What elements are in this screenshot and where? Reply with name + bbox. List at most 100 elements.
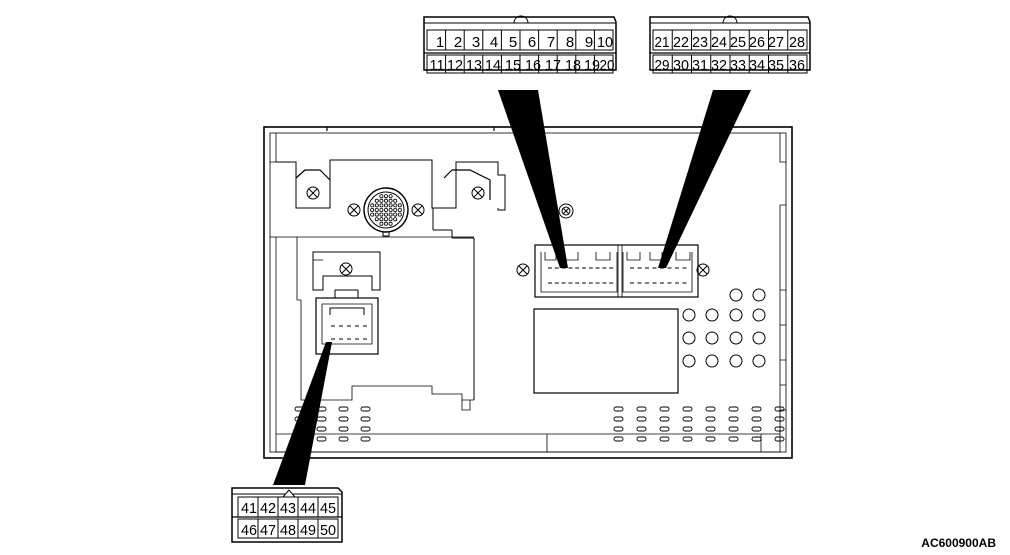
din-socket-pin bbox=[397, 212, 402, 217]
din-socket-pin bbox=[374, 203, 379, 208]
vent-slot bbox=[360, 436, 371, 442]
pin-41: 41 bbox=[241, 500, 257, 517]
pin-5: 5 bbox=[509, 34, 517, 51]
pin-47: 47 bbox=[260, 522, 276, 539]
vent-slot bbox=[751, 406, 762, 412]
pin-7: 7 bbox=[547, 34, 555, 51]
vent-slot bbox=[316, 416, 327, 422]
pin-27: 27 bbox=[768, 34, 784, 51]
din-socket-pin bbox=[374, 198, 379, 203]
housing-notch bbox=[626, 252, 641, 261]
panel-button bbox=[682, 354, 696, 368]
din-socket-pin bbox=[383, 221, 388, 226]
vent-slot bbox=[659, 436, 670, 442]
pin-15: 15 bbox=[505, 57, 521, 74]
pin-31: 31 bbox=[692, 57, 708, 74]
din-socket-pin bbox=[388, 203, 393, 208]
din-socket-pin bbox=[388, 194, 393, 199]
pin-20: 20 bbox=[600, 57, 615, 74]
pin-3: 3 bbox=[472, 34, 480, 51]
vent-slot bbox=[613, 406, 624, 412]
din-socket-pin bbox=[370, 207, 375, 212]
connector-a: 1 2 3 4 5 6 7 8 9 10 11 12 13 14 15 16 1… bbox=[423, 15, 617, 74]
pointer-leaders bbox=[273, 90, 751, 485]
housing-notch bbox=[649, 252, 663, 261]
panel-button bbox=[682, 331, 696, 345]
din-socket-pin bbox=[379, 207, 384, 212]
pin-22: 22 bbox=[673, 34, 689, 51]
vent-slot bbox=[316, 426, 327, 432]
din-socket-pin bbox=[393, 217, 398, 222]
din-socket-pin bbox=[388, 221, 393, 226]
pin-19: 19 bbox=[584, 57, 600, 74]
vent-slot bbox=[659, 416, 670, 422]
pin-48: 48 bbox=[280, 522, 296, 539]
vent-slot bbox=[360, 416, 371, 422]
vent-slot bbox=[636, 426, 647, 432]
vent-slot bbox=[613, 436, 624, 442]
vent-slot bbox=[774, 426, 785, 432]
vent-slot bbox=[338, 436, 349, 442]
pin-4: 4 bbox=[490, 34, 498, 51]
panel-button bbox=[729, 354, 743, 368]
panel-button bbox=[729, 308, 743, 322]
din-socket-pin bbox=[393, 207, 398, 212]
din-socket-pin bbox=[383, 217, 388, 222]
din-socket-pin bbox=[397, 203, 402, 208]
panel-button bbox=[705, 331, 719, 345]
housing-notch bbox=[675, 252, 691, 261]
din-socket-pin bbox=[379, 203, 384, 208]
panel-button bbox=[752, 308, 766, 322]
vent-slot bbox=[682, 426, 693, 432]
din-socket-pin bbox=[383, 212, 388, 217]
din-socket-pin bbox=[374, 207, 379, 212]
housing-latch bbox=[329, 307, 365, 315]
vent-slot bbox=[338, 416, 349, 422]
vent-slot bbox=[751, 416, 762, 422]
leader-connector-b bbox=[658, 90, 751, 268]
din-socket-pin bbox=[379, 221, 384, 226]
pin-42: 42 bbox=[260, 500, 276, 517]
pin-49: 49 bbox=[300, 522, 316, 539]
vent-slot bbox=[636, 436, 647, 442]
pin-43: 43 bbox=[280, 500, 296, 517]
panel-button bbox=[705, 354, 719, 368]
pin-36: 36 bbox=[789, 57, 805, 74]
housing-notch bbox=[544, 252, 557, 261]
din-socket-pin bbox=[383, 198, 388, 203]
vent-slot bbox=[774, 416, 785, 422]
vent-slot bbox=[659, 406, 670, 412]
pin-16: 16 bbox=[525, 57, 541, 74]
pin-11: 11 bbox=[430, 57, 445, 74]
pin-12: 12 bbox=[447, 57, 463, 74]
vent-slot bbox=[728, 426, 739, 432]
vent-slot bbox=[774, 436, 785, 442]
vent-slot bbox=[360, 426, 371, 432]
housing-notch bbox=[595, 252, 611, 261]
din-socket-pin bbox=[383, 203, 388, 208]
din-socket-pin bbox=[388, 212, 393, 217]
vent-slot bbox=[705, 416, 716, 422]
din-socket-pin bbox=[388, 198, 393, 203]
vent-slot bbox=[316, 436, 327, 442]
panel-button bbox=[729, 288, 743, 302]
din-socket-pin bbox=[383, 194, 388, 199]
pin-33: 33 bbox=[730, 57, 746, 74]
pin-2: 2 bbox=[454, 34, 462, 51]
pin-24: 24 bbox=[711, 34, 727, 51]
vent-slot bbox=[728, 406, 739, 412]
vent-slot bbox=[774, 406, 785, 412]
pin-17: 17 bbox=[545, 57, 561, 74]
pin-44: 44 bbox=[300, 500, 316, 517]
vent-slot bbox=[728, 436, 739, 442]
vent-slot bbox=[613, 416, 624, 422]
vent-slot bbox=[705, 436, 716, 442]
vent-slot bbox=[728, 416, 739, 422]
vent-slot bbox=[338, 406, 349, 412]
leader-connector-c bbox=[273, 342, 332, 485]
panel-button bbox=[752, 331, 766, 345]
din-socket-pin bbox=[388, 207, 393, 212]
din-socket-pin bbox=[393, 203, 398, 208]
pin-6: 6 bbox=[528, 34, 536, 51]
